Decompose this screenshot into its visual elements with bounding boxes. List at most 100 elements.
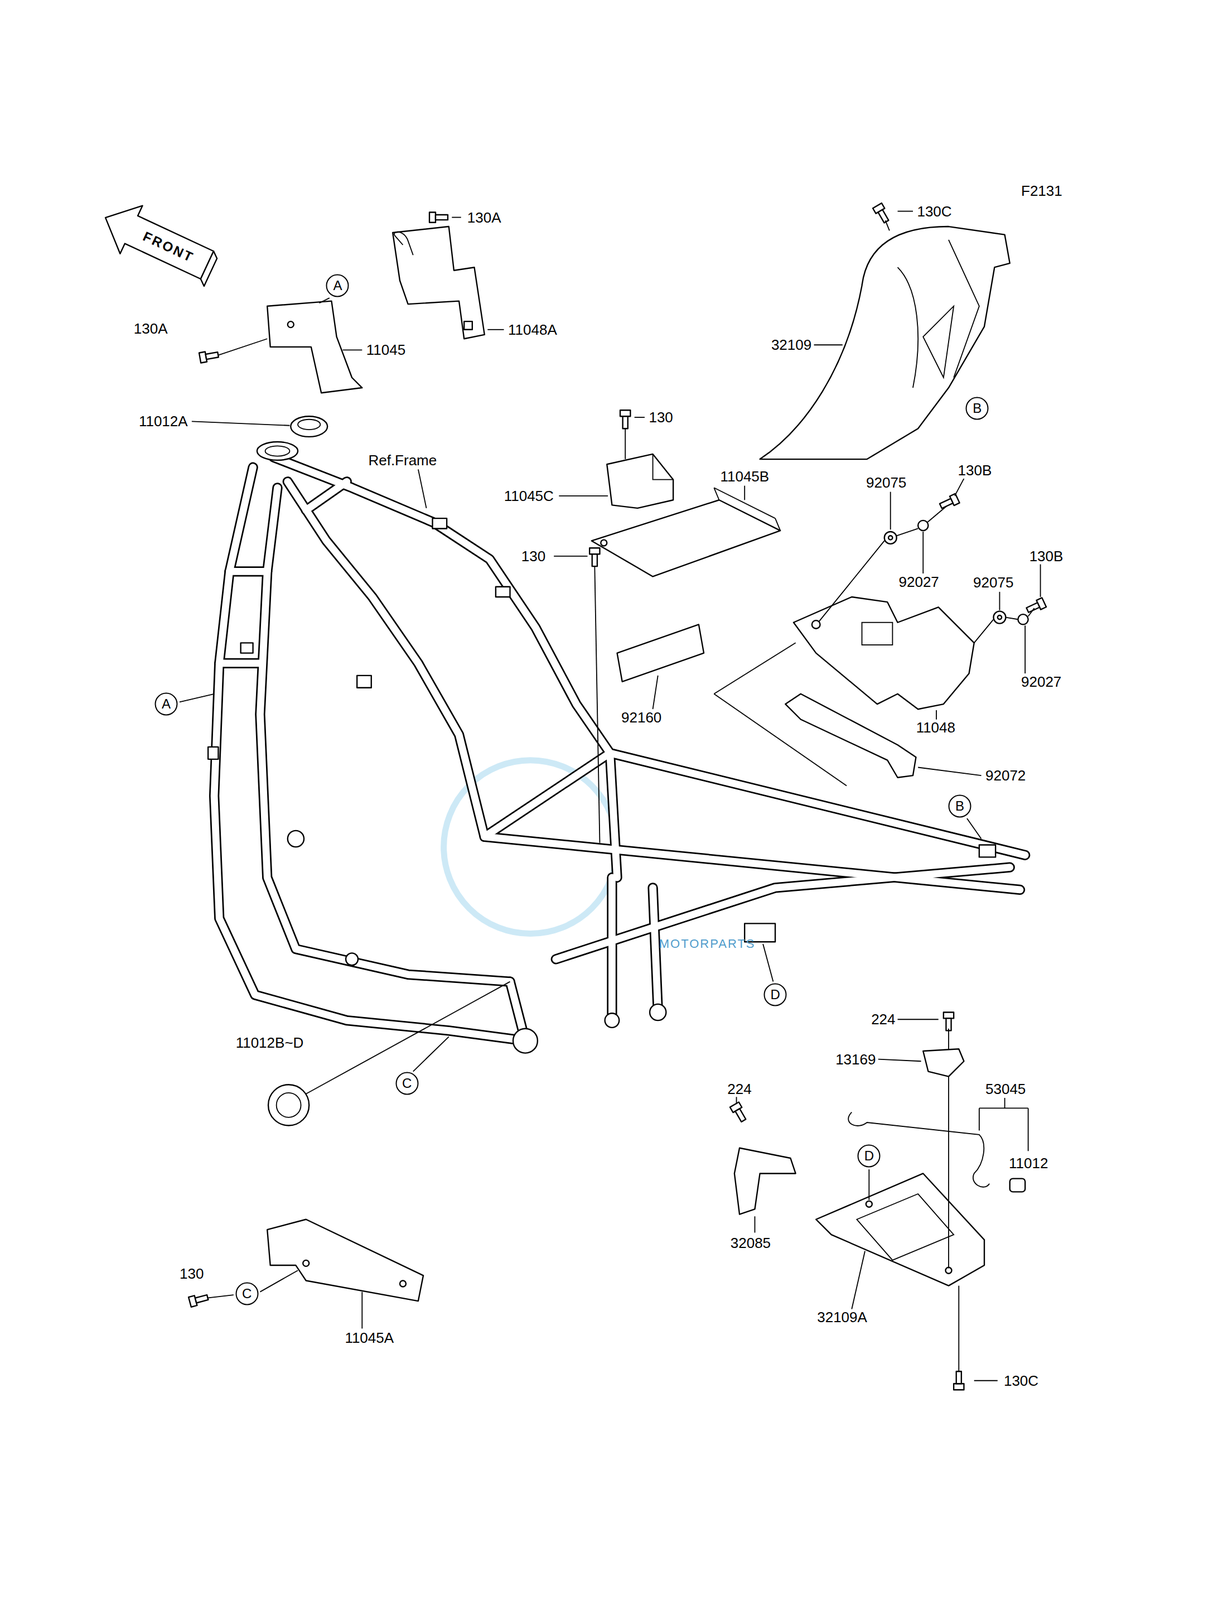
illustration-line: [606, 453, 674, 509]
part-number: 92027: [1020, 673, 1063, 690]
illustration-line: [1009, 1178, 1026, 1192]
illustration-line: [94, 193, 219, 289]
illustration-line: [392, 226, 485, 339]
illustration-line: [653, 675, 659, 709]
illustration-line: [938, 493, 960, 511]
illustration-line: [762, 943, 773, 982]
illustration-line: [513, 1028, 538, 1053]
illustration-line: [306, 981, 511, 1094]
part-number: 224: [726, 1080, 753, 1097]
part-number: 11012A: [137, 413, 190, 430]
illustration-line: [993, 611, 1006, 624]
illustration-line: [356, 675, 372, 688]
illustration-line: [558, 495, 608, 497]
reference-letter-circle: A: [154, 692, 178, 716]
illustration-line: [649, 1003, 666, 1021]
reference-letter-circle: D: [857, 1143, 881, 1168]
illustration-line: [605, 1012, 620, 1028]
illustration-line: [897, 239, 980, 388]
illustration-line: [617, 624, 704, 681]
reference-letter: D: [770, 987, 780, 1002]
illustration-line: [600, 539, 607, 546]
illustration-line: [198, 250, 220, 287]
illustration-line: [94, 193, 224, 292]
illustration-line: [815, 1172, 985, 1285]
reference-letter-circle: B: [965, 396, 989, 420]
part-number: 130C: [1002, 1371, 1040, 1389]
illustration-line: [345, 952, 359, 965]
illustration-line: [736, 1096, 738, 1104]
illustration-line: [917, 766, 981, 776]
part-number: 92027: [897, 573, 941, 590]
illustration-line: [208, 746, 219, 760]
figure-code: F2131: [1020, 182, 1064, 200]
illustration-line: [240, 642, 254, 653]
illustration-line: [878, 1059, 922, 1062]
illustration-line: [958, 1285, 960, 1372]
reference-letter: C: [242, 1286, 252, 1300]
reference-letter: A: [332, 278, 342, 293]
illustration-line: [553, 555, 588, 557]
illustration-line: [730, 1101, 748, 1123]
circle-outline: [858, 1144, 881, 1167]
illustration-line: [743, 485, 746, 501]
illustration-line: [179, 211, 1041, 1381]
circle-outline: [395, 1072, 418, 1095]
part-number: 32085: [729, 1234, 772, 1251]
illustration-line: [620, 409, 631, 429]
illustration-line: [634, 416, 645, 418]
circle-outline: [326, 274, 349, 297]
illustration-line: [785, 693, 916, 778]
illustration-line: [413, 1036, 449, 1071]
circle-outline: [155, 693, 178, 715]
part-number: 92075: [972, 574, 1015, 591]
reference-letter: B: [972, 401, 982, 415]
illustration-line: [1025, 597, 1047, 615]
illustration-line: [754, 1215, 756, 1232]
illustration-line: [361, 1291, 363, 1329]
illustration-line: [760, 226, 1010, 459]
part-number: 11045B: [718, 468, 771, 485]
illustration-line: [487, 329, 504, 331]
illustration-line: [967, 818, 982, 839]
circle-outline: [764, 983, 787, 1006]
illustration-line: [979, 1097, 1029, 1151]
illustration-line: [885, 220, 890, 231]
part-number: 13169: [834, 1050, 877, 1067]
circle-outline: [949, 794, 971, 817]
part-number: 130B: [1028, 548, 1065, 565]
illustration-line: [999, 591, 1001, 611]
illustration-line: [267, 301, 362, 394]
part-number: 130B: [956, 462, 994, 479]
illustration-line: [862, 622, 893, 645]
illustration-line: [429, 211, 448, 222]
illustration-line: [257, 441, 298, 461]
illustration-line: [287, 830, 304, 847]
illustration-line: [948, 1028, 950, 1269]
part-number: 224: [869, 1011, 897, 1028]
illustration-line: [922, 531, 924, 574]
part-number: 11045A: [343, 1329, 395, 1346]
illustration-line: [953, 1370, 964, 1390]
illustration-line: [265, 445, 290, 456]
part-number: 11012B~D: [234, 1034, 306, 1051]
illustration-line: [935, 709, 937, 720]
part-number: 130A: [466, 209, 503, 226]
illustration-line: [922, 306, 954, 378]
reference-letter: B: [955, 799, 965, 813]
illustration-line: [451, 216, 461, 219]
part-number: 11045C: [503, 487, 555, 505]
illustration-line: [811, 620, 821, 629]
illustration-line: [214, 456, 1026, 1041]
part-number: 92160: [620, 709, 663, 726]
reference-letter: C: [402, 1076, 412, 1090]
illustration-line: [793, 596, 975, 709]
part-number: 32109A: [815, 1308, 869, 1326]
part-number: 11048A: [506, 321, 559, 338]
part-number: 11012: [1007, 1154, 1050, 1172]
illustration-line: [1040, 563, 1042, 597]
illustration-line: [342, 349, 363, 351]
illustration-line: [394, 231, 414, 256]
watermark: MOTORPARTS: [658, 936, 757, 951]
illustration-line: [734, 1147, 796, 1215]
